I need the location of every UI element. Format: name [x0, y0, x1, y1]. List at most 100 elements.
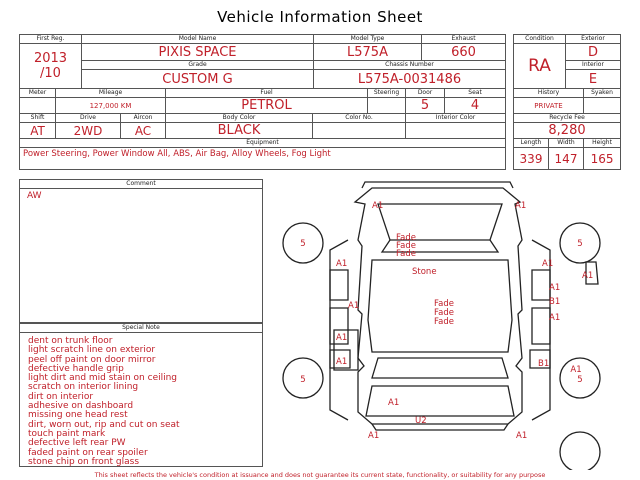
mark-wheel-rear-left: 5 [300, 375, 305, 385]
mileage-value: 127,000 KM [54, 97, 167, 114]
cabin-outline [367, 259, 513, 353]
aircon-label: Aircon [119, 113, 167, 123]
first-reg-year: 2013 [33, 51, 68, 66]
mark-right-outer: A1 [582, 271, 593, 281]
note-line: dent on trunk floor [28, 336, 113, 346]
mark-roof-fade-2: Fade [396, 241, 416, 251]
note-line: defective left rear PW [28, 438, 126, 449]
drive-value: 2WD [55, 122, 121, 139]
chassis-value: L575A-0031486 [313, 69, 506, 89]
color-no-value [312, 122, 407, 139]
history-table: History Syaken PRIVATE Recycle Fee 8,280… [512, 88, 622, 170]
special-note-label: Special Note [20, 324, 262, 333]
exhaust-label: Exhaust [421, 34, 506, 44]
mark-right-a1b: A1 [549, 313, 560, 323]
special-note-box: Special Note dent on trunk floor light s… [19, 323, 263, 467]
note-line: scratch on interior lining [28, 382, 139, 393]
model-type-value: L575A [313, 43, 422, 61]
specs-table: Meter Mileage Fuel Steering Door Seat 12… [18, 88, 507, 170]
note-line: stone chip on front glass [28, 456, 140, 467]
aircon-value: AC [119, 122, 167, 139]
note-line: peel off paint on door mirror [28, 354, 156, 365]
mark-wheel-front-left: 5 [300, 239, 305, 249]
history-label: History [512, 88, 585, 98]
color-no-label: Color No. [312, 113, 407, 123]
width-label: Width [547, 138, 585, 148]
fuel-label: Fuel [165, 88, 369, 98]
left-rear-quarter [329, 269, 349, 301]
mark-roof-fade-3: Fade [396, 249, 416, 259]
mark-left-upper: A1 [336, 259, 347, 269]
special-note-list: dent on trunk floor light scratch line o… [20, 333, 262, 467]
mark-top-right: A1 [515, 201, 526, 211]
front-bumper [371, 423, 509, 431]
meter-value [19, 97, 56, 114]
right-rear-quarter [531, 269, 551, 301]
note-line: dirt on interior [28, 391, 94, 402]
height-label: Height [583, 138, 622, 148]
note-line: light scratch line on exterior [28, 345, 156, 356]
equipment-value: Power Steering, Power Window All, ABS, A… [18, 147, 507, 170]
width-value: 147 [547, 147, 585, 170]
note-line: faded paint on rear spoiler [28, 447, 148, 458]
mark-center-fade-3: Fade [434, 317, 454, 327]
car-damage-diagram: A1 A1 Fade Fade Fade 5 5 A1 Stone A1 A1 … [282, 181, 601, 470]
height-value: 165 [583, 147, 622, 170]
exhaust-value: 660 [421, 43, 506, 61]
mark-wheel-rear-right-1: A1 [570, 365, 581, 375]
grade-value: CUSTOM G [81, 69, 314, 89]
door-label: Door [405, 88, 446, 98]
note-line: defective handle grip [28, 363, 124, 374]
hood [365, 385, 515, 417]
note-line: dirt, worn out, rip and cut on seat [28, 419, 180, 430]
rear-bumper [361, 181, 514, 189]
exterior-value: D [565, 43, 621, 61]
mark-stone: Stone [412, 267, 437, 277]
disclaimer-footer: This sheet reflects the vehicle's condit… [94, 471, 546, 479]
mark-top-left: A1 [372, 201, 383, 211]
wheel-front-right [559, 222, 601, 264]
model-name-label: Model Name [81, 34, 314, 44]
mark-wheel-front-right: 5 [577, 239, 582, 249]
first-reg-label: First Reg. [19, 34, 82, 44]
mark-roof-fade-1: Fade [396, 233, 416, 243]
condition-table: Condition Exterior RA D Interior E [513, 34, 621, 89]
grade-label: Grade [81, 60, 314, 70]
wheel-front-left [282, 222, 324, 264]
fuel-value: PETROL [165, 97, 369, 114]
right-side-mirror [585, 261, 599, 285]
interior-label: Interior [565, 60, 621, 70]
mileage-label: Mileage [54, 88, 167, 98]
length-value: 339 [513, 147, 549, 170]
mark-right-a1: A1 [549, 283, 560, 293]
sheet-title: Vehicle Information Sheet [217, 8, 423, 26]
first-reg-value: 2013 /10 [19, 43, 82, 89]
syaken-label: Syaken [583, 88, 622, 98]
mark-bottom-a1: A1 [388, 398, 399, 408]
condition-label: Condition [513, 34, 566, 44]
steering-value [367, 97, 407, 114]
spare-wheel [559, 431, 601, 470]
first-reg-month: /10 [40, 66, 61, 81]
exterior-label: Exterior [565, 34, 621, 44]
windshield [371, 357, 509, 379]
right-side-body [531, 239, 551, 421]
steering-label: Steering [367, 88, 407, 98]
seat-label: Seat [444, 88, 507, 98]
interior-color-label: Interior Color [405, 113, 507, 123]
mark-left-pillar: A1 [348, 301, 359, 311]
car-outline [353, 187, 523, 425]
mark-bottom-right: A1 [516, 431, 527, 441]
syaken-value [583, 97, 622, 114]
recycle-fee-value: 8,280 [512, 122, 622, 139]
recycle-fee-label: Recycle Fee [512, 113, 622, 123]
comment-label: Comment [20, 180, 262, 189]
body-color-label: Body Color [165, 113, 314, 123]
mark-center-fade-1: Fade [434, 299, 454, 309]
mark-left-lower: A1 [336, 357, 347, 367]
note-line: light dirt and mid stain on ceiling [28, 373, 178, 384]
shift-value: AT [19, 122, 56, 139]
comment-text: AW [27, 191, 42, 201]
model-type-label: Model Type [313, 34, 422, 44]
shift-label: Shift [19, 113, 56, 123]
